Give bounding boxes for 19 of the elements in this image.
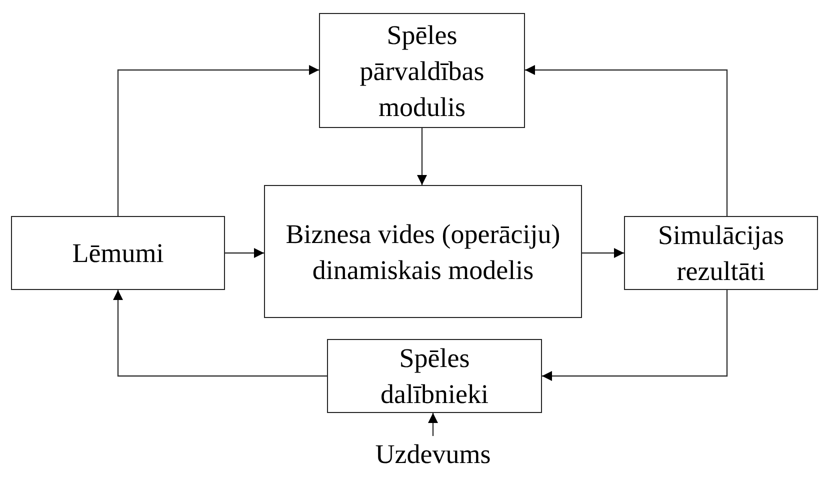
box-label: Lēmumi [72, 237, 164, 270]
box-label: Spēles pārvaldības modulis [358, 18, 486, 124]
arrow [542, 290, 728, 381]
box-label: Simulācijas rezultāti [657, 219, 785, 288]
arrow [417, 128, 427, 185]
process-box [319, 13, 525, 128]
process-box [624, 216, 818, 290]
input-label: Uzdevums [375, 438, 491, 471]
arrow [582, 248, 624, 258]
box-label: Biznesa vides (operāciju) dinamiskais modelis [284, 218, 562, 286]
arrow [525, 65, 728, 216]
arrow [117, 65, 319, 216]
process-box [327, 339, 542, 413]
arrow [113, 290, 327, 377]
process-box [11, 216, 225, 290]
arrow [428, 413, 438, 436]
arrow [225, 248, 264, 258]
box-label: Spēles dalībnieki [380, 342, 490, 411]
process-box [264, 185, 582, 318]
